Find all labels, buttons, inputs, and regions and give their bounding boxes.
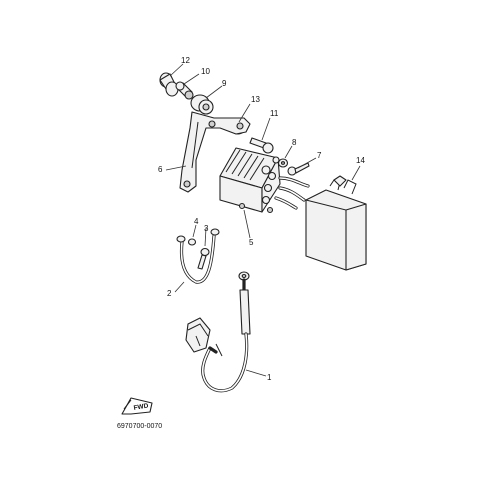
part-5-rectifier-block [219, 147, 281, 214]
fwd-arrow: FWD [121, 397, 153, 415]
callout-11: 11 [270, 109, 279, 118]
callout-4: 4 [194, 217, 199, 226]
callout-numbers: 12 10 9 13 11 8 7 14 6 5 4 3 2 1 [158, 56, 365, 382]
part-2-earth-lead [176, 228, 220, 284]
callout-3: 3 [204, 224, 209, 233]
part-4-washer [187, 238, 197, 246]
callout-9: 9 [222, 79, 227, 88]
callout-5: 5 [249, 238, 254, 247]
part-10-collar [175, 81, 194, 100]
callout-12: 12 [181, 56, 190, 65]
fwd-label: FWD [133, 402, 149, 412]
figure-code: 6970700-0070 [117, 423, 162, 430]
part-6-bracket [179, 111, 251, 193]
part-12-cap [159, 72, 179, 97]
part-3-bolt [197, 247, 210, 270]
callout-1: 1 [267, 373, 272, 382]
block-wires [274, 176, 310, 210]
callout-6: 6 [158, 165, 163, 174]
callout-13: 13 [251, 95, 260, 104]
part-14-cover [305, 175, 367, 271]
callout-8: 8 [292, 138, 297, 147]
part-9-grommet [190, 94, 214, 115]
part-8-washer [277, 158, 289, 168]
part-7-screw [287, 162, 310, 176]
part-1-wire-harness [185, 271, 251, 393]
callout-14: 14 [356, 156, 365, 165]
callout-10: 10 [201, 67, 210, 76]
callout-7: 7 [317, 151, 322, 160]
part-11-bolt [249, 137, 274, 154]
leader-lines [165, 63, 361, 377]
callout-2: 2 [167, 289, 172, 298]
